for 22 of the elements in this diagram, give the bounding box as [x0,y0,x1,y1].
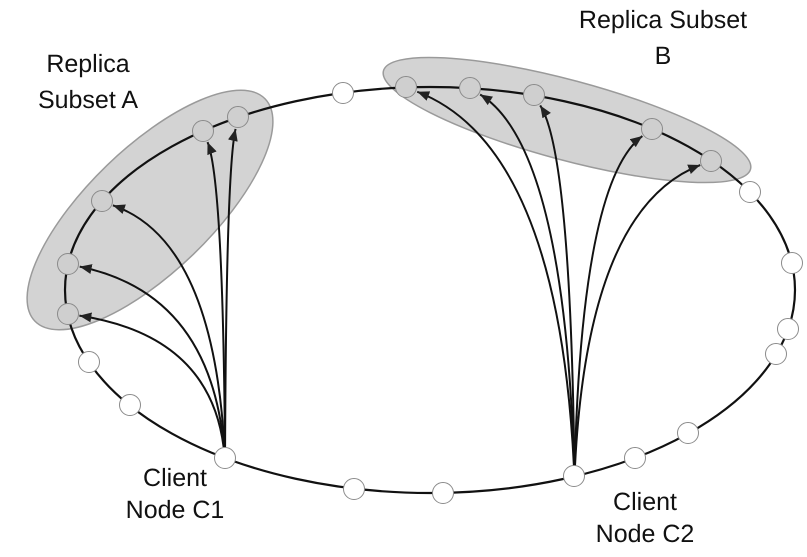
arrow [224,128,238,447]
ring-node [118,394,141,416]
ring-node [432,482,454,504]
arrow [416,90,575,466]
ring-node [677,422,700,444]
ring-node [342,478,365,500]
arrow [79,312,225,448]
ring-node [332,82,354,104]
ring-node [738,181,761,204]
arrow [574,164,701,466]
ring-node [78,351,100,374]
group-label: Replica Subset B [578,5,748,72]
client-node [214,446,236,469]
client-node [563,465,586,488]
ring-node [765,343,788,366]
node-caption: Client Node C1 [124,463,226,526]
node-caption: Client Node C2 [594,487,696,550]
group-label: Replica Subset A [36,49,140,116]
ring-node [777,318,800,340]
arrow [79,264,225,448]
ring-node [624,446,646,469]
ring-node [780,252,803,274]
